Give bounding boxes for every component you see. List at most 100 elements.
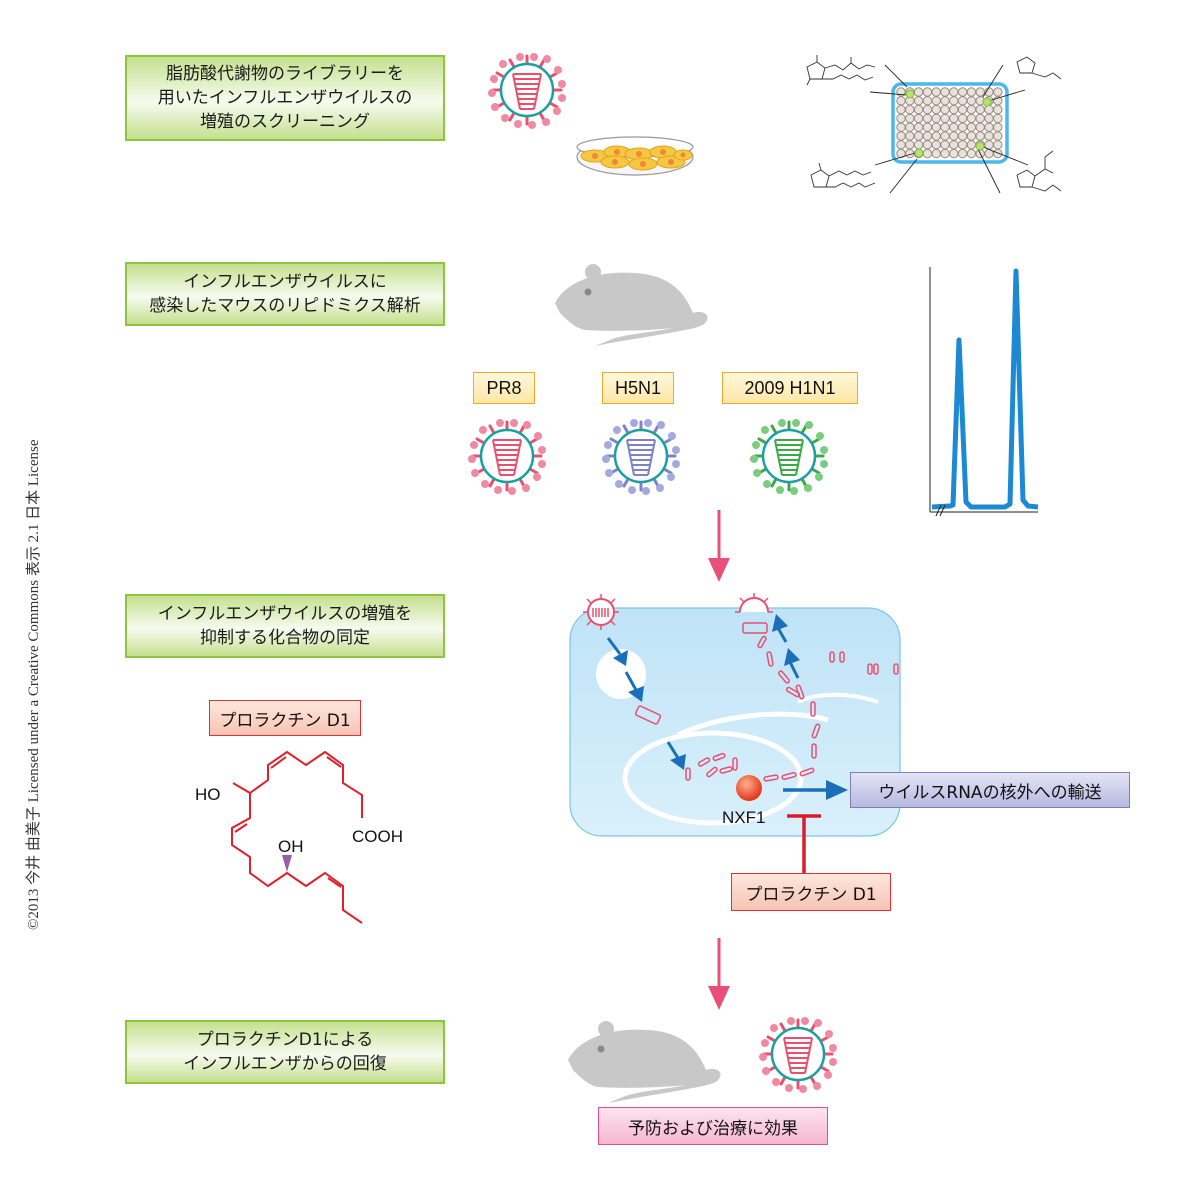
outcome-label: 予防および治療に効果 xyxy=(598,1107,828,1145)
plate-well xyxy=(905,131,915,141)
plate-well xyxy=(975,104,985,115)
plate-well xyxy=(957,113,968,124)
mouse-icon-recovered xyxy=(568,1021,721,1103)
plate-well xyxy=(957,96,968,106)
nxf1-label: NXF1 xyxy=(722,808,766,827)
plate-well xyxy=(949,148,959,159)
plate-well xyxy=(931,148,941,159)
plate-well xyxy=(949,87,959,97)
step-1-line-3: 増殖のスクリーニング xyxy=(200,112,370,132)
plate-well xyxy=(905,140,915,150)
plate-well xyxy=(913,140,924,150)
step-4-recovery-box: プロラクチンD1による インフルエンザからの回復 xyxy=(125,1020,445,1084)
plate-well xyxy=(993,131,1003,141)
carboxyl-group: COOH xyxy=(352,827,403,846)
plate-well xyxy=(957,122,968,132)
plate-well xyxy=(896,122,906,132)
plate-well xyxy=(922,140,933,150)
virus-entering-icon xyxy=(583,594,619,630)
plate-well xyxy=(905,104,915,115)
step-1-line-1: 脂肪酸代謝物のライブラリーを xyxy=(166,64,404,84)
plate-well xyxy=(949,122,959,132)
plate-well xyxy=(993,122,1003,132)
plate-well xyxy=(913,122,924,132)
plate-well xyxy=(931,87,941,97)
plate-well xyxy=(913,131,924,141)
plate-well xyxy=(922,87,933,97)
plate-well xyxy=(949,104,959,115)
plate-well xyxy=(896,131,906,141)
plate-well xyxy=(966,104,977,115)
plate-well xyxy=(957,87,968,97)
step-1-line-2: 用いたインフルエンザウイルスの xyxy=(157,88,413,108)
plate-well xyxy=(913,87,924,97)
inhibitor-label: プロラクチン D1 xyxy=(731,873,891,911)
plate-well xyxy=(949,140,959,150)
virus-icon-top xyxy=(486,51,568,131)
chromatogram-trace xyxy=(931,268,1039,510)
plate-well xyxy=(975,113,985,124)
plate-well xyxy=(922,122,933,132)
step-3-identification-box: インフルエンザウイルスの増殖を 抑制する化合物の同定 xyxy=(125,594,445,658)
step-1-screening-box: 脂肪酸代謝物のライブラリーを 用いたインフルエンザウイルスの 増殖のスクリーニン… xyxy=(125,55,445,141)
axis-break-mark xyxy=(935,504,946,517)
plate-well xyxy=(931,122,941,132)
plate-well xyxy=(922,96,933,106)
stereo-wedge xyxy=(282,855,292,872)
plate-well xyxy=(984,104,994,115)
virus-icon-h5n1 xyxy=(600,417,682,497)
cell-diagram xyxy=(569,593,901,837)
virus-icon-pr8 xyxy=(466,417,548,497)
plate-well xyxy=(949,113,959,124)
plate-well xyxy=(922,104,933,115)
plate-well xyxy=(957,148,968,159)
plate-well xyxy=(975,122,985,132)
plate-well xyxy=(913,113,924,124)
step-2-line-2: 感染したマウスのリピドミクス解析 xyxy=(149,296,421,316)
plate-well xyxy=(966,87,977,97)
step-4-line-2: インフルエンザからの回復 xyxy=(183,1054,387,1074)
compound-name-label: プロラクチン D1 xyxy=(209,700,361,736)
viral-rna-export-label: ウイルスRNAの核外への輸送 xyxy=(850,772,1130,808)
plate-well xyxy=(975,87,985,97)
plate-well xyxy=(957,104,968,115)
hydroxyl-group-oh: OH xyxy=(278,837,304,856)
nxf1-protein xyxy=(736,775,762,801)
plate-well xyxy=(931,96,941,106)
plate-well xyxy=(896,140,906,150)
hydroxyl-group-ho: HO xyxy=(195,785,221,804)
plate-well xyxy=(993,148,1003,159)
plate-well xyxy=(966,113,977,124)
plate-well xyxy=(966,131,977,141)
transport-arrows xyxy=(606,614,800,770)
plate-well xyxy=(966,148,977,159)
plate-well xyxy=(984,113,994,124)
copyright-credit: ©2013 今井 由美子 Licensed under a Creative C… xyxy=(26,439,42,930)
vrna-fragments xyxy=(685,635,899,782)
plate-well xyxy=(922,148,933,159)
plate-well xyxy=(966,96,977,106)
down-arrow-1 xyxy=(708,510,730,582)
strain-label-pr8: PR8 xyxy=(473,372,535,404)
inhibition-bar xyxy=(787,814,821,878)
plate-well xyxy=(913,104,924,115)
plate-well xyxy=(931,140,941,150)
plate-well xyxy=(949,96,959,106)
plate-well xyxy=(966,122,977,132)
plate-well xyxy=(940,104,950,115)
plate-well xyxy=(957,131,968,141)
plate-well xyxy=(993,140,1003,150)
step-3-line-2: 抑制する化合物の同定 xyxy=(200,628,370,648)
plate-well xyxy=(993,104,1003,115)
plate-well xyxy=(896,104,906,115)
cell-membrane xyxy=(569,607,901,837)
plate-well xyxy=(896,96,906,106)
plate-well xyxy=(966,140,977,150)
well-plate-icon xyxy=(806,55,1062,194)
virus-icon-2009-h1n1 xyxy=(748,417,830,497)
plate-well xyxy=(905,113,915,124)
petri-dish-icon xyxy=(576,136,694,176)
step-3-line-1: インフルエンザウイルスの増殖を xyxy=(157,604,413,624)
plate-well xyxy=(984,122,994,132)
plate-well xyxy=(984,131,994,141)
